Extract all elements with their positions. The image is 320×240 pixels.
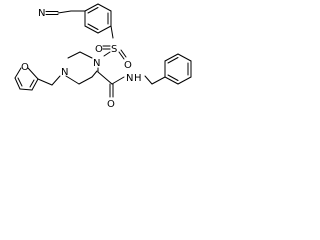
atom-label-amide-h: H bbox=[134, 73, 142, 84]
atom-label-amide-n: N bbox=[126, 73, 133, 84]
furan-bond-3 bbox=[19, 88, 33, 91]
bond-ch2-furan bbox=[37, 78, 53, 86]
pip-bond-1 bbox=[79, 51, 93, 59]
ring-a-bond-1 bbox=[84, 3, 99, 12]
furan-bond-4 bbox=[14, 77, 21, 90]
bond-ring-s bbox=[110, 25, 114, 39]
furan-double-1 bbox=[29, 79, 35, 88]
pip-bond-2 bbox=[67, 51, 81, 59]
sulfonyl-group bbox=[102, 25, 127, 60]
atom-label-furan-o: O bbox=[21, 62, 29, 73]
chemical-structure: N S O O N N O O N H bbox=[14, 3, 192, 110]
atom-label-sulfonyl-o-1: O bbox=[95, 44, 103, 55]
pip-bond-3 bbox=[65, 75, 80, 85]
ring-a-double-3 bbox=[87, 23, 99, 30]
furylmethyl-group bbox=[14, 67, 61, 91]
bond-s-o-right-1 bbox=[118, 51, 125, 60]
atom-label-sulfonyl-o-2: O bbox=[124, 60, 132, 71]
phenyl-ring bbox=[164, 53, 192, 85]
ring-b-bond-6 bbox=[164, 76, 179, 85]
ring-a-double-1 bbox=[87, 7, 99, 14]
bond-ring-carbonyl bbox=[97, 71, 113, 85]
bond-carbonyl-n bbox=[111, 76, 125, 85]
ring-b-double-1 bbox=[167, 57, 179, 64]
ring-a-bond-5 bbox=[84, 25, 99, 34]
ring-a-bond-2 bbox=[97, 3, 112, 12]
ring-b-bond-2 bbox=[164, 53, 179, 62]
bond-nitrile-triple-3 bbox=[57, 10, 72, 14]
bond-s-n bbox=[103, 51, 111, 57]
bond-n-ch2 bbox=[51, 75, 61, 86]
bond-ch2-phenyl bbox=[151, 76, 166, 85]
bond-s-o-right-2 bbox=[120, 49, 127, 58]
ring-b-double-3 bbox=[167, 74, 179, 81]
furan-bond-2 bbox=[31, 78, 39, 91]
atom-label-piperazine-n4: N bbox=[61, 67, 68, 78]
bond-n-ch2-benzyl bbox=[144, 75, 153, 85]
atom-label-piperazine-n1: N bbox=[93, 58, 100, 69]
nitrile-group bbox=[45, 10, 86, 15]
ring-b-bond-5 bbox=[177, 76, 192, 85]
cyanophenyl-ring bbox=[84, 3, 112, 34]
ring-b-bond-3 bbox=[177, 53, 192, 62]
piperazine-ring bbox=[65, 51, 99, 85]
furan-bond-5 bbox=[14, 67, 22, 79]
pip-bond-4 bbox=[78, 76, 93, 85]
pip-bond-6 bbox=[91, 70, 98, 78]
carboxamide-group bbox=[97, 71, 166, 98]
ring-a-bond-4 bbox=[97, 25, 112, 34]
atom-label-carbonyl-o: O bbox=[107, 99, 115, 110]
furan-double-2 bbox=[17, 77, 23, 87]
furan-bond-1 bbox=[27, 67, 39, 80]
atom-label-sulfur: S bbox=[111, 44, 117, 55]
atom-label-nitrile-n: N bbox=[38, 8, 45, 19]
